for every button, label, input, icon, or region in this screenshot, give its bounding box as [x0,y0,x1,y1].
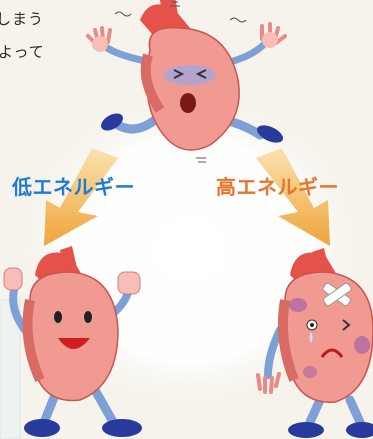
low-energy-label: 低エネルギー [12,171,135,200]
paragraph-fragment-2: よって [0,41,45,62]
paragraph-fragment-1: しまう [0,8,44,29]
high-energy-label: 高エネルギー [216,171,339,200]
